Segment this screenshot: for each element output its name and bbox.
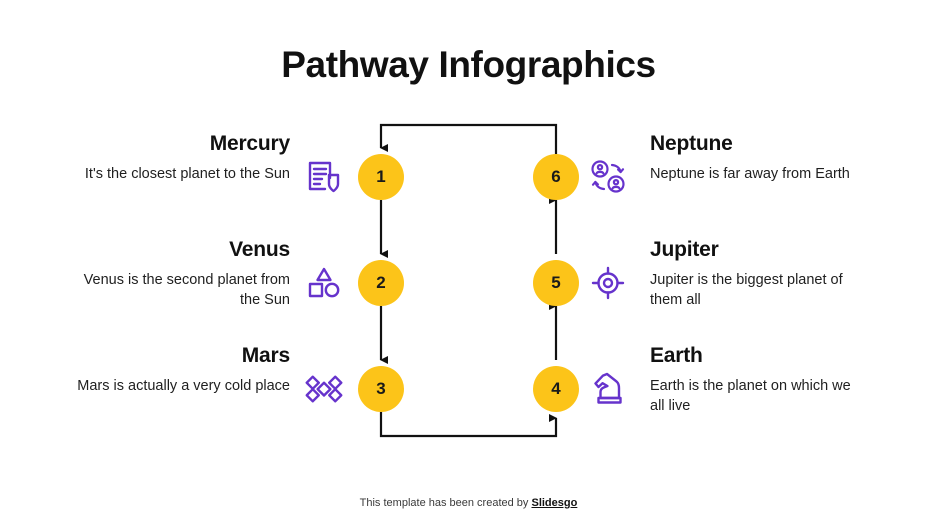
node-6[interactable]: 6: [533, 154, 579, 200]
item-mercury: Mercury It's the closest planet to the S…: [75, 132, 290, 185]
node-3-number: 3: [376, 379, 386, 398]
item-mars-description: Mars is actually a very cold place: [77, 378, 290, 394]
node-1-number: 1: [376, 167, 386, 186]
item-earth-description: Earth is the planet on which we all live: [650, 378, 851, 414]
item-venus: Venus Venus is the second planet from th…: [75, 238, 291, 310]
item-mercury-title: Mercury: [209, 132, 291, 155]
node-1[interactable]: 1: [358, 154, 404, 200]
item-venus-description: Venus is the second planet from the Sun: [83, 272, 290, 308]
node-5-number: 5: [551, 273, 561, 292]
item-neptune-description: Neptune is far away from Earth: [650, 166, 850, 182]
item-mercury-description: It's the closest planet to the Sun: [84, 166, 290, 182]
node-2-number: 2: [376, 273, 386, 292]
item-earth: Earth Earth is the planet on which we al…: [650, 344, 865, 416]
node-5[interactable]: 5: [533, 260, 579, 306]
item-mars: Mars Mars is actually a very cold place: [75, 344, 290, 397]
item-jupiter-title: Jupiter: [650, 238, 719, 261]
item-neptune: Neptune Neptune is far away from Earth: [650, 132, 865, 185]
slidesgo-link[interactable]: Slidesgo: [531, 497, 578, 509]
flow-connector-path: [379, 123, 558, 438]
node-3[interactable]: 3: [358, 366, 404, 412]
node-4-number: 4: [551, 379, 561, 398]
pathway-diagram: 1 2 3 6 5 4: [0, 108, 937, 448]
satellite-icon: [302, 367, 346, 411]
node-4[interactable]: 4: [533, 366, 579, 412]
item-neptune-title: Neptune: [650, 132, 733, 155]
target-crosshair-icon: [586, 261, 630, 305]
footer-text: This template has been created by: [359, 497, 532, 509]
connector-6-to-1: [379, 123, 558, 154]
chess-knight-icon: [586, 367, 630, 411]
user-exchange-icon: [586, 155, 630, 199]
item-jupiter-description: Jupiter is the biggest planet of them al…: [650, 272, 843, 308]
shapes-icon: [302, 261, 346, 305]
page-title: Pathway Infographics: [281, 44, 656, 85]
connector-3-to-4: [379, 412, 558, 438]
footer-credit: This template has been created by Slides…: [0, 497, 937, 509]
item-mars-title: Mars: [241, 344, 290, 367]
node-6-number: 6: [551, 167, 561, 186]
item-earth-title: Earth: [650, 344, 703, 367]
item-jupiter: Jupiter Jupiter is the biggest planet of…: [650, 238, 865, 310]
node-2[interactable]: 2: [358, 260, 404, 306]
document-shield-icon: [302, 155, 346, 199]
item-venus-title: Venus: [229, 238, 290, 261]
